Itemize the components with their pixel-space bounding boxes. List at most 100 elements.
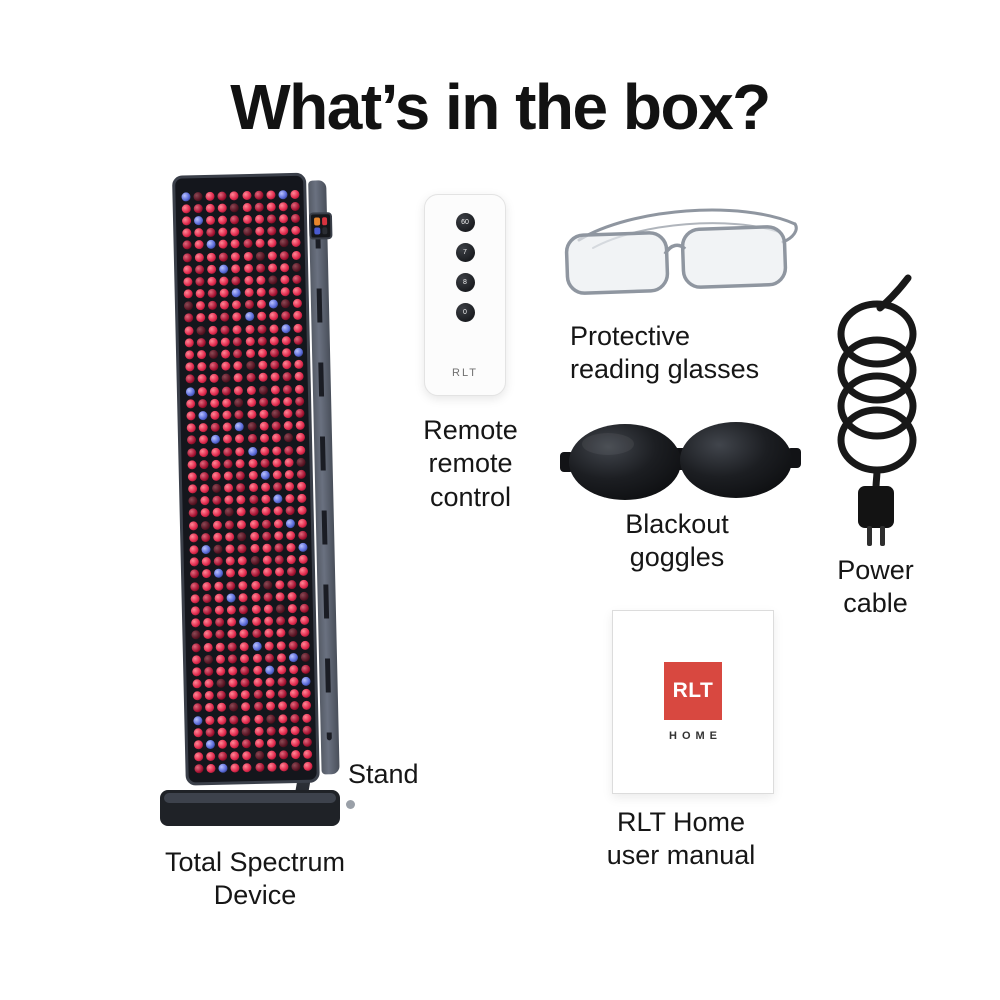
led [207, 288, 217, 299]
led [213, 556, 223, 567]
led [254, 214, 264, 224]
led [230, 203, 240, 213]
led [267, 263, 278, 273]
led [228, 678, 238, 688]
led [227, 617, 237, 627]
cable-coil-3 [837, 372, 917, 440]
led [283, 421, 293, 431]
led [280, 287, 290, 297]
led [264, 653, 274, 663]
led [213, 544, 223, 554]
led [290, 189, 300, 199]
led [189, 569, 199, 579]
led [296, 433, 306, 443]
led [302, 713, 312, 723]
led [243, 263, 253, 273]
led [225, 556, 236, 566]
led [195, 313, 206, 323]
led [201, 545, 211, 555]
cable-coil-1 [837, 300, 917, 368]
led [208, 349, 219, 359]
led [274, 567, 285, 577]
led [190, 630, 201, 640]
led [234, 410, 244, 420]
led [197, 398, 208, 408]
led [190, 618, 200, 628]
led [202, 618, 213, 628]
led [255, 263, 265, 273]
led [216, 703, 227, 713]
led [238, 592, 249, 603]
led [240, 678, 250, 688]
led [202, 581, 212, 591]
led [205, 203, 215, 213]
led [284, 457, 294, 467]
led [220, 312, 230, 323]
cable-label-line2: cable [843, 588, 908, 619]
led [301, 664, 311, 674]
led [262, 567, 272, 578]
led [202, 605, 212, 616]
led [237, 519, 247, 530]
led [264, 641, 274, 651]
led [298, 554, 309, 565]
led [217, 739, 228, 749]
led [187, 496, 198, 506]
led [213, 569, 224, 579]
led [302, 725, 313, 735]
led [299, 579, 309, 589]
led [191, 667, 201, 677]
cable-label-line1: Power [837, 555, 914, 585]
led [260, 470, 270, 480]
led [303, 737, 313, 747]
plug-body [858, 486, 894, 528]
led [184, 362, 195, 372]
stand-base [160, 790, 340, 826]
led [224, 483, 234, 493]
led [191, 654, 201, 665]
goggles-label-line1: Blackout [625, 509, 729, 539]
led [195, 289, 205, 299]
led [281, 335, 291, 346]
led [231, 288, 242, 298]
led [265, 689, 275, 700]
led [197, 374, 207, 384]
led [228, 666, 238, 676]
control-red-light [321, 217, 328, 225]
led [267, 238, 277, 248]
led [211, 459, 221, 469]
led [243, 239, 253, 249]
led [207, 301, 218, 311]
glasses-left-lens [564, 231, 670, 295]
led [276, 653, 286, 663]
led [213, 532, 223, 542]
led [221, 373, 231, 384]
remote-label: Remote remote control [398, 414, 543, 514]
led [235, 434, 245, 444]
led [209, 361, 219, 372]
led [252, 641, 262, 651]
led [297, 481, 307, 492]
led [249, 519, 259, 529]
led [256, 312, 267, 322]
led [194, 240, 204, 250]
led [301, 676, 311, 687]
led [204, 679, 214, 689]
led [212, 495, 222, 506]
led [182, 240, 192, 250]
led [216, 678, 226, 688]
led [293, 299, 303, 309]
led [204, 691, 214, 701]
led [242, 751, 252, 761]
led [222, 410, 232, 420]
led [240, 666, 250, 676]
led [239, 629, 249, 639]
led [286, 543, 296, 553]
led [269, 348, 280, 358]
led [189, 557, 199, 567]
led [288, 616, 298, 626]
led [267, 226, 277, 236]
led [222, 422, 232, 432]
led [234, 422, 245, 432]
led [187, 459, 197, 470]
